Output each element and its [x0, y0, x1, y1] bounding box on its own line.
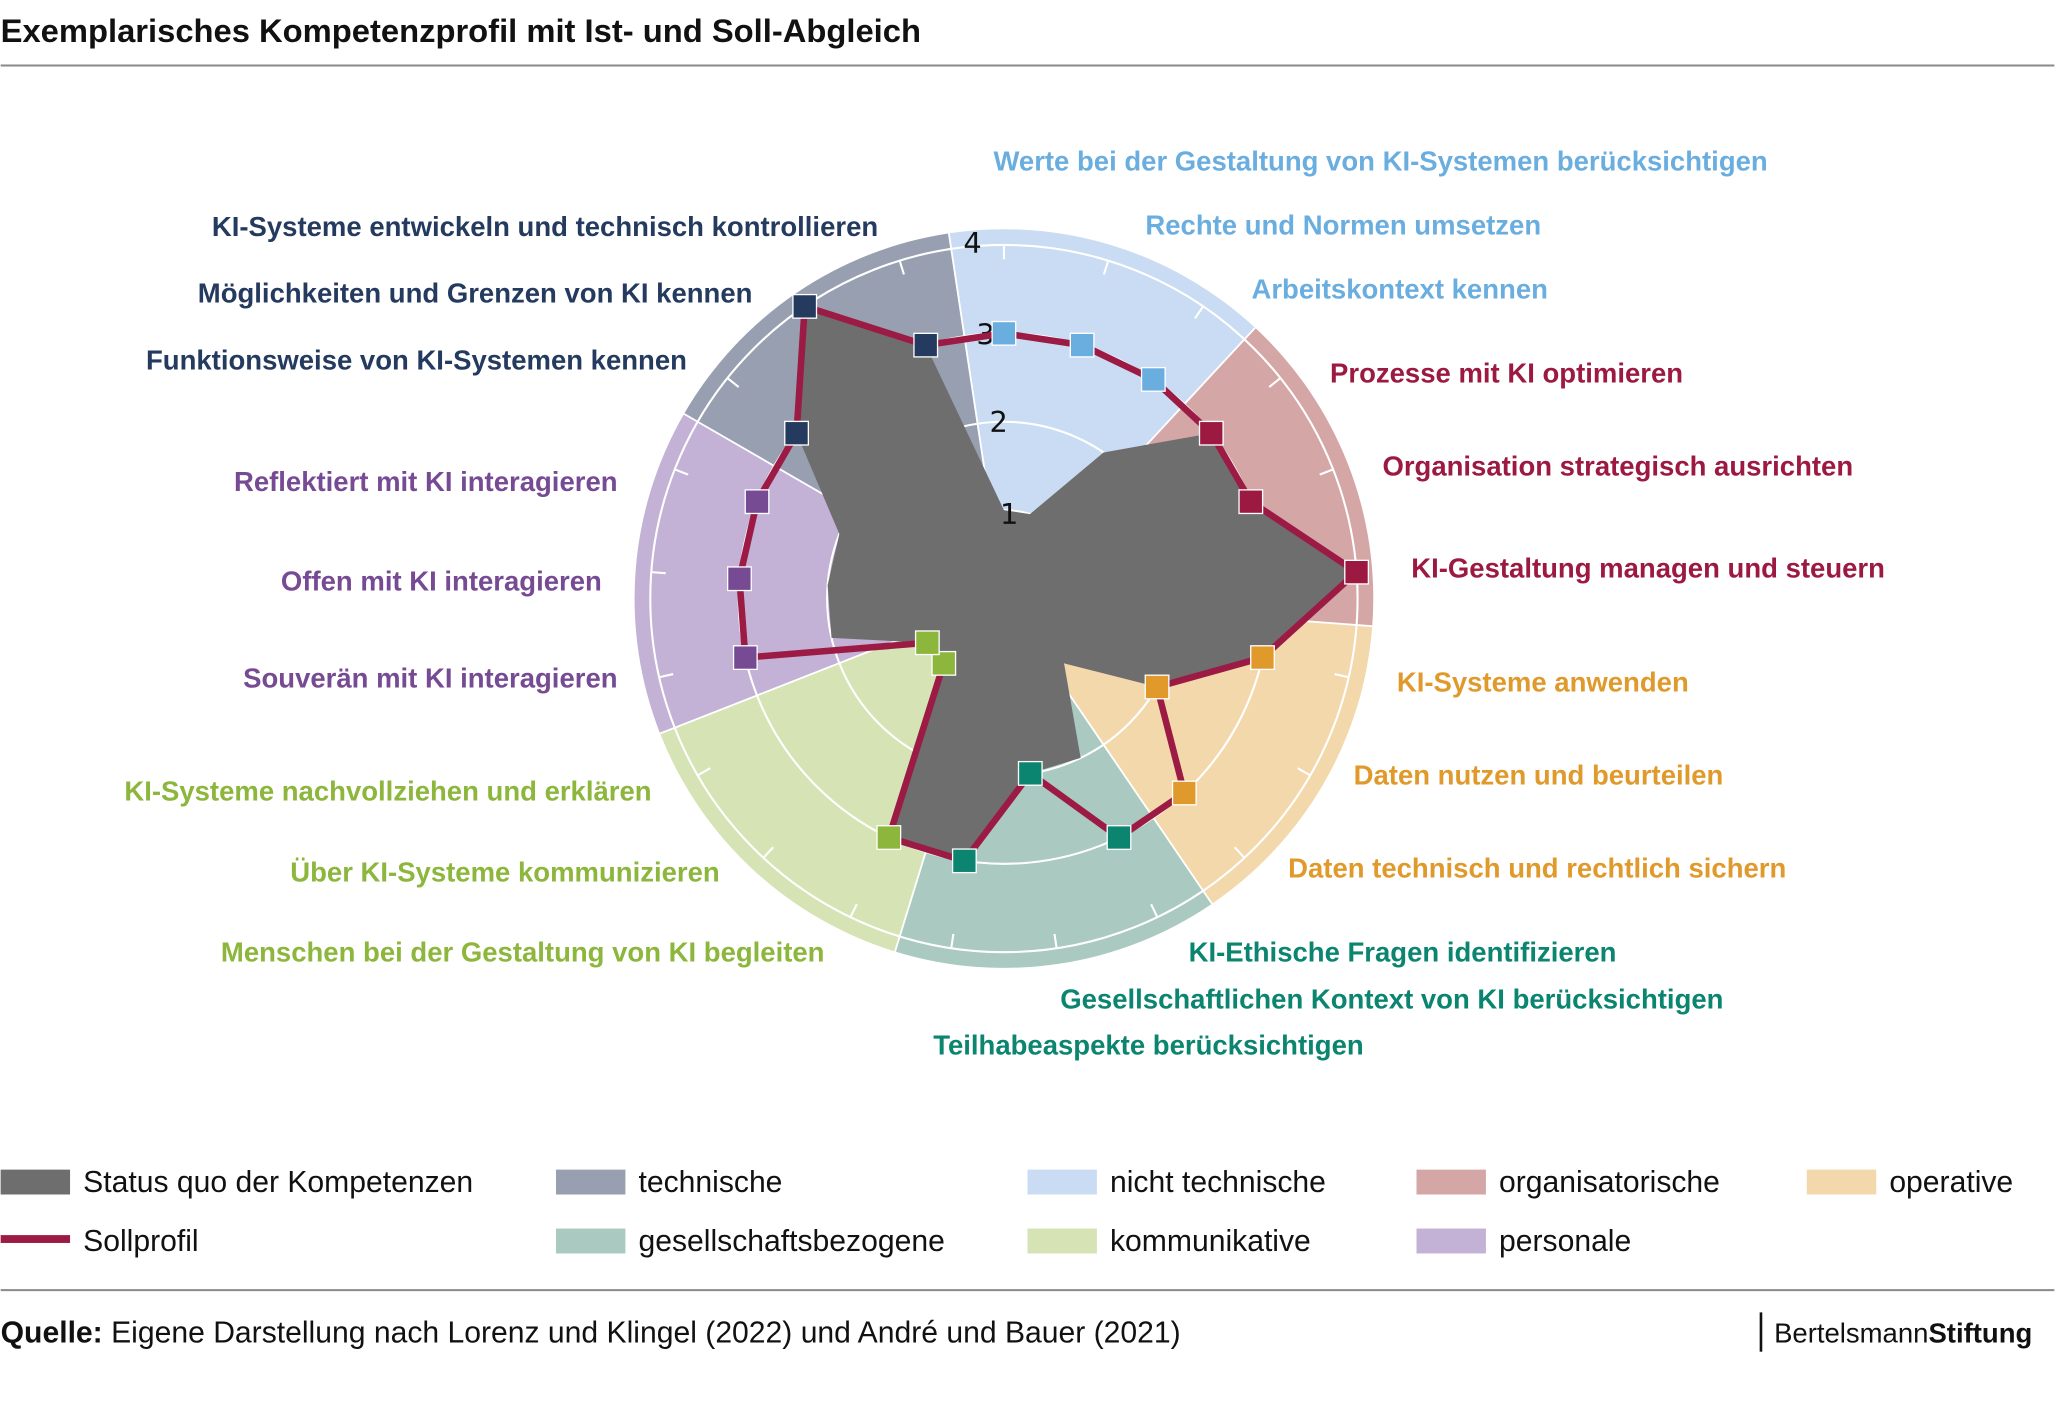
axis-tick [658, 673, 674, 679]
legend-swatch-kommunikative [1027, 1228, 1097, 1254]
axis-label: Gesellschaftlichen Kontext von KI berück… [1060, 984, 1723, 1015]
axis-label: Arbeitskontext kennen [1251, 274, 1547, 305]
logo-text: BertelsmannStiftung [1774, 1318, 2032, 1349]
soll-marker [726, 566, 752, 592]
legend-label-technische: technische [638, 1166, 782, 1199]
axis-label: Daten technisch und rechtlich sichern [1288, 853, 1786, 884]
axis-label: Offen mit KI interagieren [281, 566, 602, 597]
soll-marker [1198, 420, 1224, 446]
soll-marker [1250, 645, 1275, 671]
axis-tick [849, 903, 858, 918]
axis-label: KI-Gestaltung managen und steuern [1411, 553, 1885, 584]
axis-tick [1102, 260, 1110, 275]
sector-kommunikative [660, 598, 1004, 952]
legend-swatch-personale [1416, 1228, 1486, 1254]
soll-marker [1069, 332, 1095, 358]
axis-label: KI-Systeme nachvollziehen und erklären [124, 775, 651, 806]
axis-label: Reflektiert mit KI interagieren [234, 466, 618, 497]
axis-label: Menschen bei der Gestaltung von KI begle… [221, 936, 825, 967]
axis-tick [697, 767, 711, 777]
soll-line [736, 303, 1360, 865]
axis-label: KI-Systeme entwickeln und technisch kont… [212, 211, 878, 242]
legend-swatch-soll [0, 1235, 71, 1243]
soll-marker [876, 825, 902, 850]
logo-part1: Bertelsmann [1774, 1318, 1928, 1349]
legend-swatch-technische [555, 1169, 626, 1195]
axis-label: Souverän mit KI interagieren [243, 663, 617, 694]
soll-marker [1017, 760, 1043, 786]
axis-tick [1150, 903, 1159, 918]
scale-tick-label: 1 [1000, 497, 1018, 531]
axis-tick [1053, 933, 1058, 949]
soll-marker [951, 848, 977, 874]
axis-tick [1319, 468, 1334, 476]
sector-gesellschaftsbezogene [895, 598, 1212, 968]
soll-marker [914, 630, 940, 656]
axis-tick [950, 933, 955, 949]
axis-label: KI-Ethische Fragen identifizieren [1189, 936, 1617, 967]
soll-marker [1238, 489, 1264, 515]
axis-tick [898, 260, 905, 275]
axis-tick [762, 846, 774, 859]
axis-tick [726, 377, 740, 388]
soll-marker [1144, 674, 1170, 700]
legend-label-ist: Status quo der Kompetenzen [83, 1166, 473, 1199]
axis-label: Teilhabeaspekte berücksichtigen [933, 1029, 1363, 1060]
soll-marker [732, 645, 758, 671]
soll-marker [784, 420, 810, 446]
soll-marker [1344, 559, 1370, 585]
axis-label: Prozesse mit KI optimieren [1330, 357, 1683, 388]
legend-swatch-gesellschaftsbezogene [555, 1228, 626, 1254]
axis-tick [1334, 673, 1349, 679]
axis-tick [1233, 846, 1246, 859]
legend: Status quo der Kompetenzen Sollprofil te… [0, 1166, 2013, 1258]
axis-tick [674, 468, 689, 476]
axis-label: Möglichkeiten und Grenzen von KI kennen [198, 278, 753, 309]
soll-marker [1140, 366, 1166, 392]
legend-label-gesellschaftsbezogene: gesellschaftsbezogene [638, 1225, 944, 1258]
legend-swatch-ist [0, 1169, 71, 1195]
sector-operative [1003, 598, 1373, 904]
source-text: Eigene Darstellung nach Lorenz und Kling… [103, 1317, 1181, 1350]
axis-tick [1268, 377, 1282, 388]
legend-label-operative: operative [1889, 1166, 2013, 1199]
axis-label: Rechte und Normen umsetzen [1145, 209, 1541, 240]
soll-marker [744, 489, 770, 515]
soll-marker [1106, 825, 1132, 850]
axis-labels: Werte bei der Gestaltung von KI-Systemen… [124, 145, 1885, 1060]
axis-label: Funktionsweise von KI-Systemen kennen [146, 344, 687, 375]
legend-label-soll: Sollprofil [83, 1225, 198, 1258]
sector-nicht-technische [948, 229, 1256, 599]
soll-marker [1171, 780, 1197, 806]
scale-tick-label: 2 [990, 405, 1008, 439]
soll-marker [931, 650, 957, 676]
legend-label-nicht-technische: nicht technische [1110, 1166, 1326, 1199]
axis-label: Daten nutzen und beurteilen [1354, 760, 1724, 791]
axis-label: Werte bei der Gestaltung von KI-Systemen… [993, 145, 1767, 176]
soll-marker [792, 293, 818, 319]
soll-marker [991, 320, 1017, 346]
legend-label-organisatorische: organisatorische [1499, 1166, 1720, 1199]
sector-personale [634, 413, 1004, 734]
legend-label-personale: personale [1499, 1225, 1631, 1258]
legend-swatch-operative [1806, 1169, 1877, 1195]
axis-label: KI-Systeme anwenden [1397, 667, 1689, 698]
legend-label-kommunikative: kommunikative [1110, 1225, 1311, 1258]
source-note: Quelle: Eigene Darstellung nach Lorenz u… [1, 1317, 1181, 1350]
source-label: Quelle: [1, 1317, 103, 1350]
logo-part2: Stiftung [1928, 1318, 2032, 1349]
axis-tick [1297, 767, 1311, 777]
soll-marker [913, 332, 939, 358]
bertelsmann-logo: BertelsmannStiftung [1759, 1312, 2032, 1352]
axis-tick [651, 571, 666, 575]
figure-title: Exemplarisches Kompetenzprofil mit Ist- … [1, 12, 921, 49]
legend-swatch-nicht-technische [1027, 1169, 1097, 1195]
axis-label: Über KI-Systeme kommunizieren [290, 856, 719, 887]
legend-swatch-organisatorische [1416, 1169, 1486, 1195]
axis-tick [1194, 305, 1205, 319]
axis-label: Organisation strategisch ausrichten [1382, 450, 1853, 481]
scale-tick-label: 4 [963, 226, 981, 260]
